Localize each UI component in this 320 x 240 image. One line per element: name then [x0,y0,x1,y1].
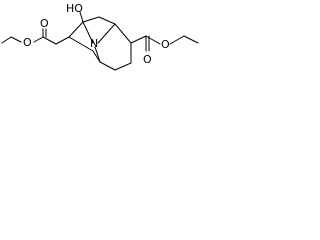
right-carbonyl-to-oxygen-bond [145,35,161,45]
left-ester-ether-oxygen: O [23,36,32,49]
ring-c8-to-bridgehead [92,50,101,63]
methylene-to-ring-bond [55,36,70,45]
bicyclic-core: HO N [66,2,132,71]
carbonyl-to-methylene-bond [42,36,57,45]
ring-c3-to-c4 [98,16,116,25]
right-ester-ether-oxygen: O [161,38,170,51]
chemical-structure-diagram: O O HO N O O [1,2,199,71]
hydroxyl-bond [79,11,84,23]
nitrogen-to-lower-bridge [94,46,101,63]
right-ethyl-terminal-bond [183,35,199,44]
ring-to-ester-carbonyl-bond [130,35,147,44]
ring-c6-to-c7 [114,62,132,71]
nitrogen-to-left-bridge [82,21,94,44]
ring-c7-to-c8 [99,61,116,71]
bridge-nitrogen-label: N [90,37,98,50]
ring-c2-to-c3 [82,16,100,23]
ring-bridgehead-to-c1 [68,36,94,52]
ethyl-to-oxygen-bond [10,36,22,43]
right-ester-carbonyl-oxygen: O [143,53,152,66]
left-ethyl-ester-fragment: O O [1,17,70,49]
hydroxyl-group-label: HO [66,2,83,15]
right-ethyl-ester-fragment: O O [130,35,199,66]
ester-oxygen-to-carbonyl-bond [33,36,44,43]
right-oxygen-to-ethyl-bond [169,35,185,45]
left-ester-carbonyl-oxygen: O [40,17,49,30]
ring-c4-to-c5 [114,23,132,44]
nitrogen-to-right-bridge [97,23,116,44]
ring-c1-to-c2 [68,21,84,38]
ethyl-terminal-bond [1,36,12,44]
